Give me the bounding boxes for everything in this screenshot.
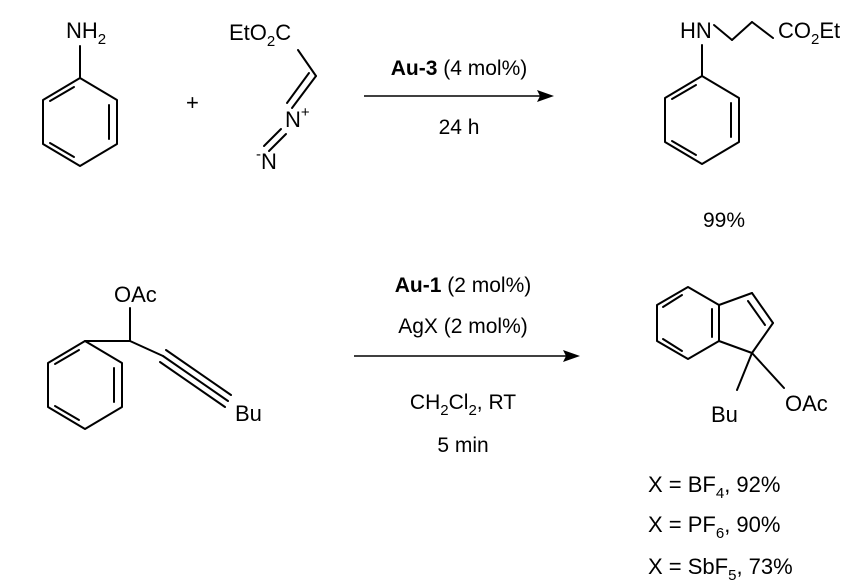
product-oac-label: OAc <box>785 391 828 416</box>
cocatalyst-agx-label: AgX (2 mol%) <box>398 315 528 338</box>
diazo-ester-label: EtO2C <box>229 20 291 50</box>
reactant-oac-label: OAc <box>114 282 157 307</box>
reaction-arrow-1 <box>364 90 554 102</box>
yield-row-sbf5: X = SbF5, 73% <box>648 554 793 584</box>
diazo-n-minus-label: -N <box>256 146 277 174</box>
propargyl-acetate-structure: OAc Bu <box>47 282 262 430</box>
plus-sign: + <box>186 90 199 115</box>
glycine-ester-product-structure: HN CO2Et <box>664 18 840 165</box>
aniline-nh2-label: NH2 <box>66 18 106 48</box>
product-bu-label: Bu <box>711 402 738 427</box>
reaction-time-1: 24 h <box>439 116 480 139</box>
yield-reaction-1: 99% <box>703 209 745 232</box>
yield-row-bf4: X = BF4, 92% <box>648 472 780 502</box>
indene-product-structure: Bu OAc <box>656 286 828 427</box>
solvent-temperature-label: CH2Cl2, RT <box>410 391 516 419</box>
product-hn-label: HN <box>680 18 712 43</box>
ethyl-diazoacetate-structure: EtO2C N+ -N <box>229 20 317 174</box>
product-ester-label: CO2Et <box>778 18 840 48</box>
reactant-bu-label: Bu <box>235 401 262 426</box>
catalyst-au1-label: Au-1 (2 mol%) <box>395 274 532 297</box>
yield-row-pf6: X = PF6, 90% <box>648 512 780 542</box>
diazo-n-plus-label: N+ <box>285 104 310 132</box>
catalyst-au3-label: Au-3 (4 mol%) <box>391 57 528 80</box>
aniline-structure: NH2 <box>42 18 118 167</box>
reaction-time-2: 5 min <box>437 434 488 457</box>
reaction-arrow-2 <box>354 350 580 362</box>
